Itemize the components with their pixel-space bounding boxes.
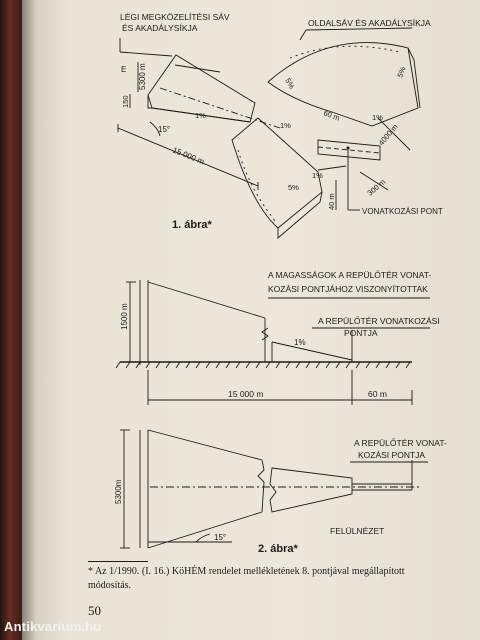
dimension-line <box>359 171 389 191</box>
footnote: * Az 1/1990. (I. 16.) KöHÉM rendelet mel… <box>88 566 405 591</box>
fig1-slope-5a: 5% <box>283 77 296 91</box>
fig1-label-approach-2: ÉS AKADÁLYSÍKJA <box>122 23 198 33</box>
fig1-caption: 1. ábra* <box>172 219 212 231</box>
fig2-slope: 1% <box>294 338 306 347</box>
fig1-dim-e: E <box>121 65 126 74</box>
fig2-dim-1500: 1500 m <box>120 303 129 330</box>
fig2-ref-label-plan-2: KOZÁSI PONTJA <box>358 450 425 460</box>
approach-surface-top <box>147 54 256 123</box>
watermark: Antikvarium.hu <box>4 619 102 634</box>
plan-view-outline <box>147 429 263 549</box>
fig2-dim-60: 60 m <box>368 389 387 399</box>
runway-edge <box>317 165 347 171</box>
page-number: 50 <box>88 603 101 618</box>
angle-arc <box>149 121 161 137</box>
ref-point-marker <box>346 146 350 150</box>
fig2-caption: 2. ábra* <box>258 543 298 555</box>
conical-surface-hatch <box>237 149 277 223</box>
centerline <box>159 87 281 129</box>
fig1-slope-1c: 1% <box>312 171 323 180</box>
fig1-dim-5300: 5300 m <box>138 63 147 90</box>
approach-surface-side <box>147 95 251 123</box>
fig1-slope-1d: 1% <box>372 113 383 122</box>
leader-line <box>174 64 221 73</box>
leader-line <box>299 29 307 41</box>
break-mark <box>261 327 269 341</box>
footnote-rule <box>88 561 148 562</box>
leader-line <box>305 27 413 31</box>
figure-1: LÉGI MEGKÖZELÍTÉSI SÁV ÉS AKADÁLYSÍKJA O… <box>117 12 443 239</box>
fig1-label-side-strip: OLDALSÁV ÉS AKADÁLYSÍKJA <box>308 18 431 28</box>
fig1-label-approach-1: LÉGI MEGKÖZELÍTÉSI SÁV <box>120 12 230 22</box>
figure-2: A MAGASSÁGOK A REPÜLŐTÉR VONAT- KOZÁSI P… <box>114 270 447 555</box>
angle-arc <box>195 533 211 543</box>
fig1-dim-60: 60 m <box>322 108 341 122</box>
fig1-slope-1a: 1% <box>195 111 206 120</box>
elevation-slope-line <box>271 341 353 361</box>
fig2-ref-label-elev-2: PONTJA <box>344 328 378 338</box>
fig2-ref-label-plan-1: A REPÜLŐTÉR VONAT- <box>354 438 447 448</box>
fig2-dim-5300: 5300m <box>114 479 123 504</box>
fig2-heights-note-1: A MAGASSÁGOK A REPÜLŐTÉR VONAT- <box>268 270 431 280</box>
conical-surface-edge <box>277 191 323 239</box>
runway-centerline <box>317 146 381 154</box>
fig1-dim-150: 150 <box>121 95 130 108</box>
break-mark <box>257 459 265 513</box>
dimension-line <box>377 117 411 151</box>
side-strip-edge <box>407 47 421 109</box>
conical-surface-lower <box>231 117 323 229</box>
fig1-dim-4000: 4000 m <box>377 122 400 147</box>
leader-line <box>119 51 173 57</box>
fig1-slope-5c: 5% <box>288 183 299 192</box>
fig1-angle-15: 15° <box>158 125 170 134</box>
fig1-slope-1b: 1% <box>280 121 291 130</box>
fig2-dim-15000: 15 000 m <box>228 389 263 399</box>
fig1-dim-15000: 15 000 m <box>171 146 206 167</box>
book-page <box>22 0 480 640</box>
fig2-angle-15: 15° <box>214 533 226 542</box>
elevation-slope-line <box>147 281 266 319</box>
ground-hatch <box>115 361 411 369</box>
book-spine <box>0 0 22 640</box>
fig2-heights-note-2: KOZÁSI PONTJÁHOZ VISZONYÍTOTTAK <box>268 284 428 294</box>
fig1-ref-point-label: VONATKOZÁSI PONT <box>362 207 443 216</box>
page-shadow <box>22 0 36 640</box>
fig2-plan-view-label: FELÜLNÉZET <box>330 526 384 536</box>
side-strip-surface <box>267 42 419 127</box>
fig1-slope-5b: 5% <box>395 65 407 79</box>
fig2-ref-label-elev-1: A REPÜLŐTÉR VONATKOZÁSI <box>318 316 440 326</box>
runway-strip <box>317 139 381 161</box>
fig1-dim-40: 40 m <box>327 193 336 210</box>
plan-view-approach <box>269 467 353 513</box>
dimension-line <box>117 127 259 187</box>
